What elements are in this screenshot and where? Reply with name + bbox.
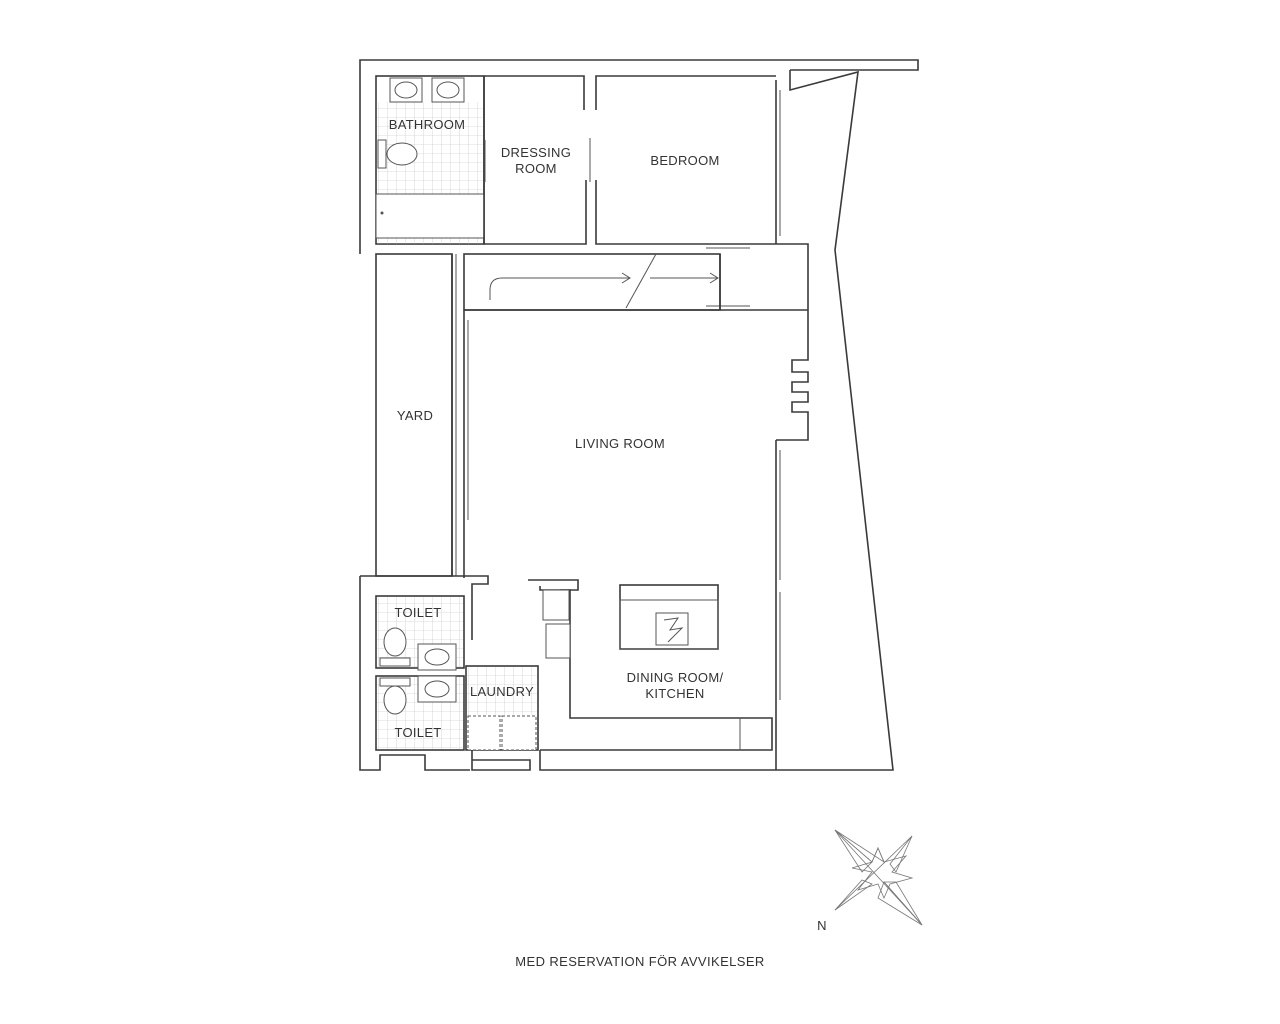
- bedroom: BEDROOM: [595, 75, 781, 245]
- footer-disclaimer: MED RESERVATION FÖR AVVIKELSER: [515, 954, 764, 969]
- room-label-living-room: LIVING ROOM: [575, 436, 665, 451]
- room-label-dining-line1: DINING ROOM/: [627, 670, 724, 685]
- room-label-dressing-line1: DRESSING: [501, 145, 571, 160]
- outer-walls: [359, 59, 919, 771]
- room-label-yard: YARD: [397, 408, 433, 423]
- room-label-laundry: LAUNDRY: [470, 684, 534, 699]
- room-label-toilet-upper: TOILET: [394, 605, 441, 620]
- compass-north-label: N: [817, 918, 827, 933]
- living-room: LIVING ROOM: [463, 243, 809, 770]
- dressing-room: DRESSING ROOM: [483, 75, 591, 245]
- dining-kitchen: DINING ROOM/ KITCHEN: [528, 579, 773, 751]
- laundry: LAUNDRY: [465, 665, 539, 771]
- room-label-bedroom: BEDROOM: [650, 153, 719, 168]
- yard: YARD: [375, 253, 453, 577]
- toilets: TOILET TOILET: [360, 575, 489, 751]
- wardrobe-corridor: [451, 247, 808, 576]
- room-label-dining-line2: KITCHEN: [645, 686, 704, 701]
- room-label-dressing-line2: ROOM: [515, 161, 557, 176]
- compass-rose: N: [817, 829, 923, 933]
- bathroom: BATHROOM: [375, 75, 485, 245]
- room-label-bathroom: BATHROOM: [389, 117, 466, 132]
- room-label-toilet-lower: TOILET: [394, 725, 441, 740]
